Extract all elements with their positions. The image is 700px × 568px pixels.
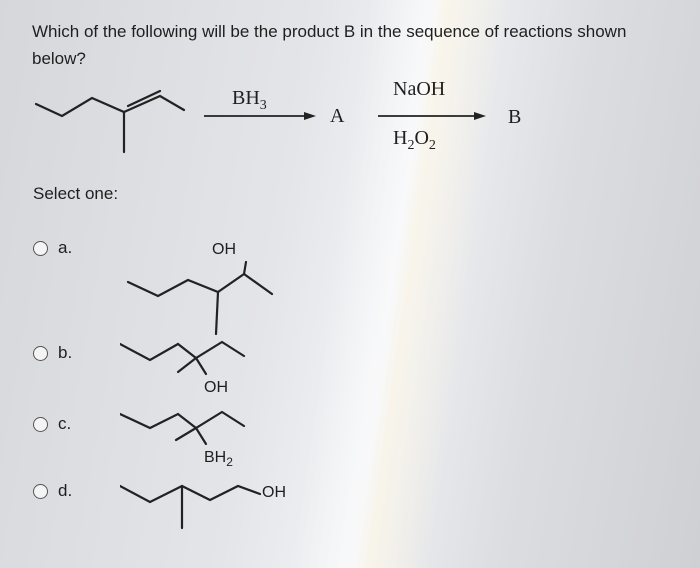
option-b-letter: b. (58, 343, 73, 362)
option-a[interactable]: a. (33, 238, 72, 258)
option-a-structure[interactable]: OH (120, 230, 280, 335)
option-d-oh-label: OH (262, 484, 286, 501)
option-d-structure[interactable]: OH (120, 470, 320, 550)
option-c-bh2-label: BH2 (204, 449, 233, 469)
option-a-radio[interactable] (33, 240, 48, 256)
option-b-structure[interactable]: OH (120, 330, 280, 400)
peroxide-reagent: H2O2 (393, 127, 436, 153)
starting-alkene-structure (34, 89, 186, 154)
option-b[interactable]: b. (33, 343, 72, 363)
option-b-oh-label: OH (204, 379, 228, 396)
naoh-reagent: NaOH (393, 78, 445, 100)
option-a-oh-label: OH (212, 241, 236, 258)
option-c[interactable]: c. (33, 414, 71, 434)
option-d[interactable]: d. (33, 481, 72, 501)
option-c-radio[interactable] (33, 416, 48, 432)
select-one-label: Select one: (33, 184, 119, 203)
intermediate-label: A (330, 105, 345, 127)
option-d-letter: d. (58, 481, 73, 500)
question-text: Which of the following will be the produ… (32, 22, 627, 68)
product-label: B (508, 106, 521, 128)
borane-reagent: BH3 (232, 87, 267, 113)
option-c-structure[interactable]: BH2 (120, 400, 280, 475)
option-a-letter: a. (58, 238, 73, 257)
reaction-arrow-2 (378, 112, 486, 120)
option-c-letter: c. (58, 414, 72, 433)
reaction-arrow-1 (204, 112, 316, 120)
reaction-scheme: BH3 A NaOH H2O2 B (34, 78, 521, 154)
option-b-radio[interactable] (33, 345, 48, 361)
option-d-radio[interactable] (33, 483, 48, 499)
